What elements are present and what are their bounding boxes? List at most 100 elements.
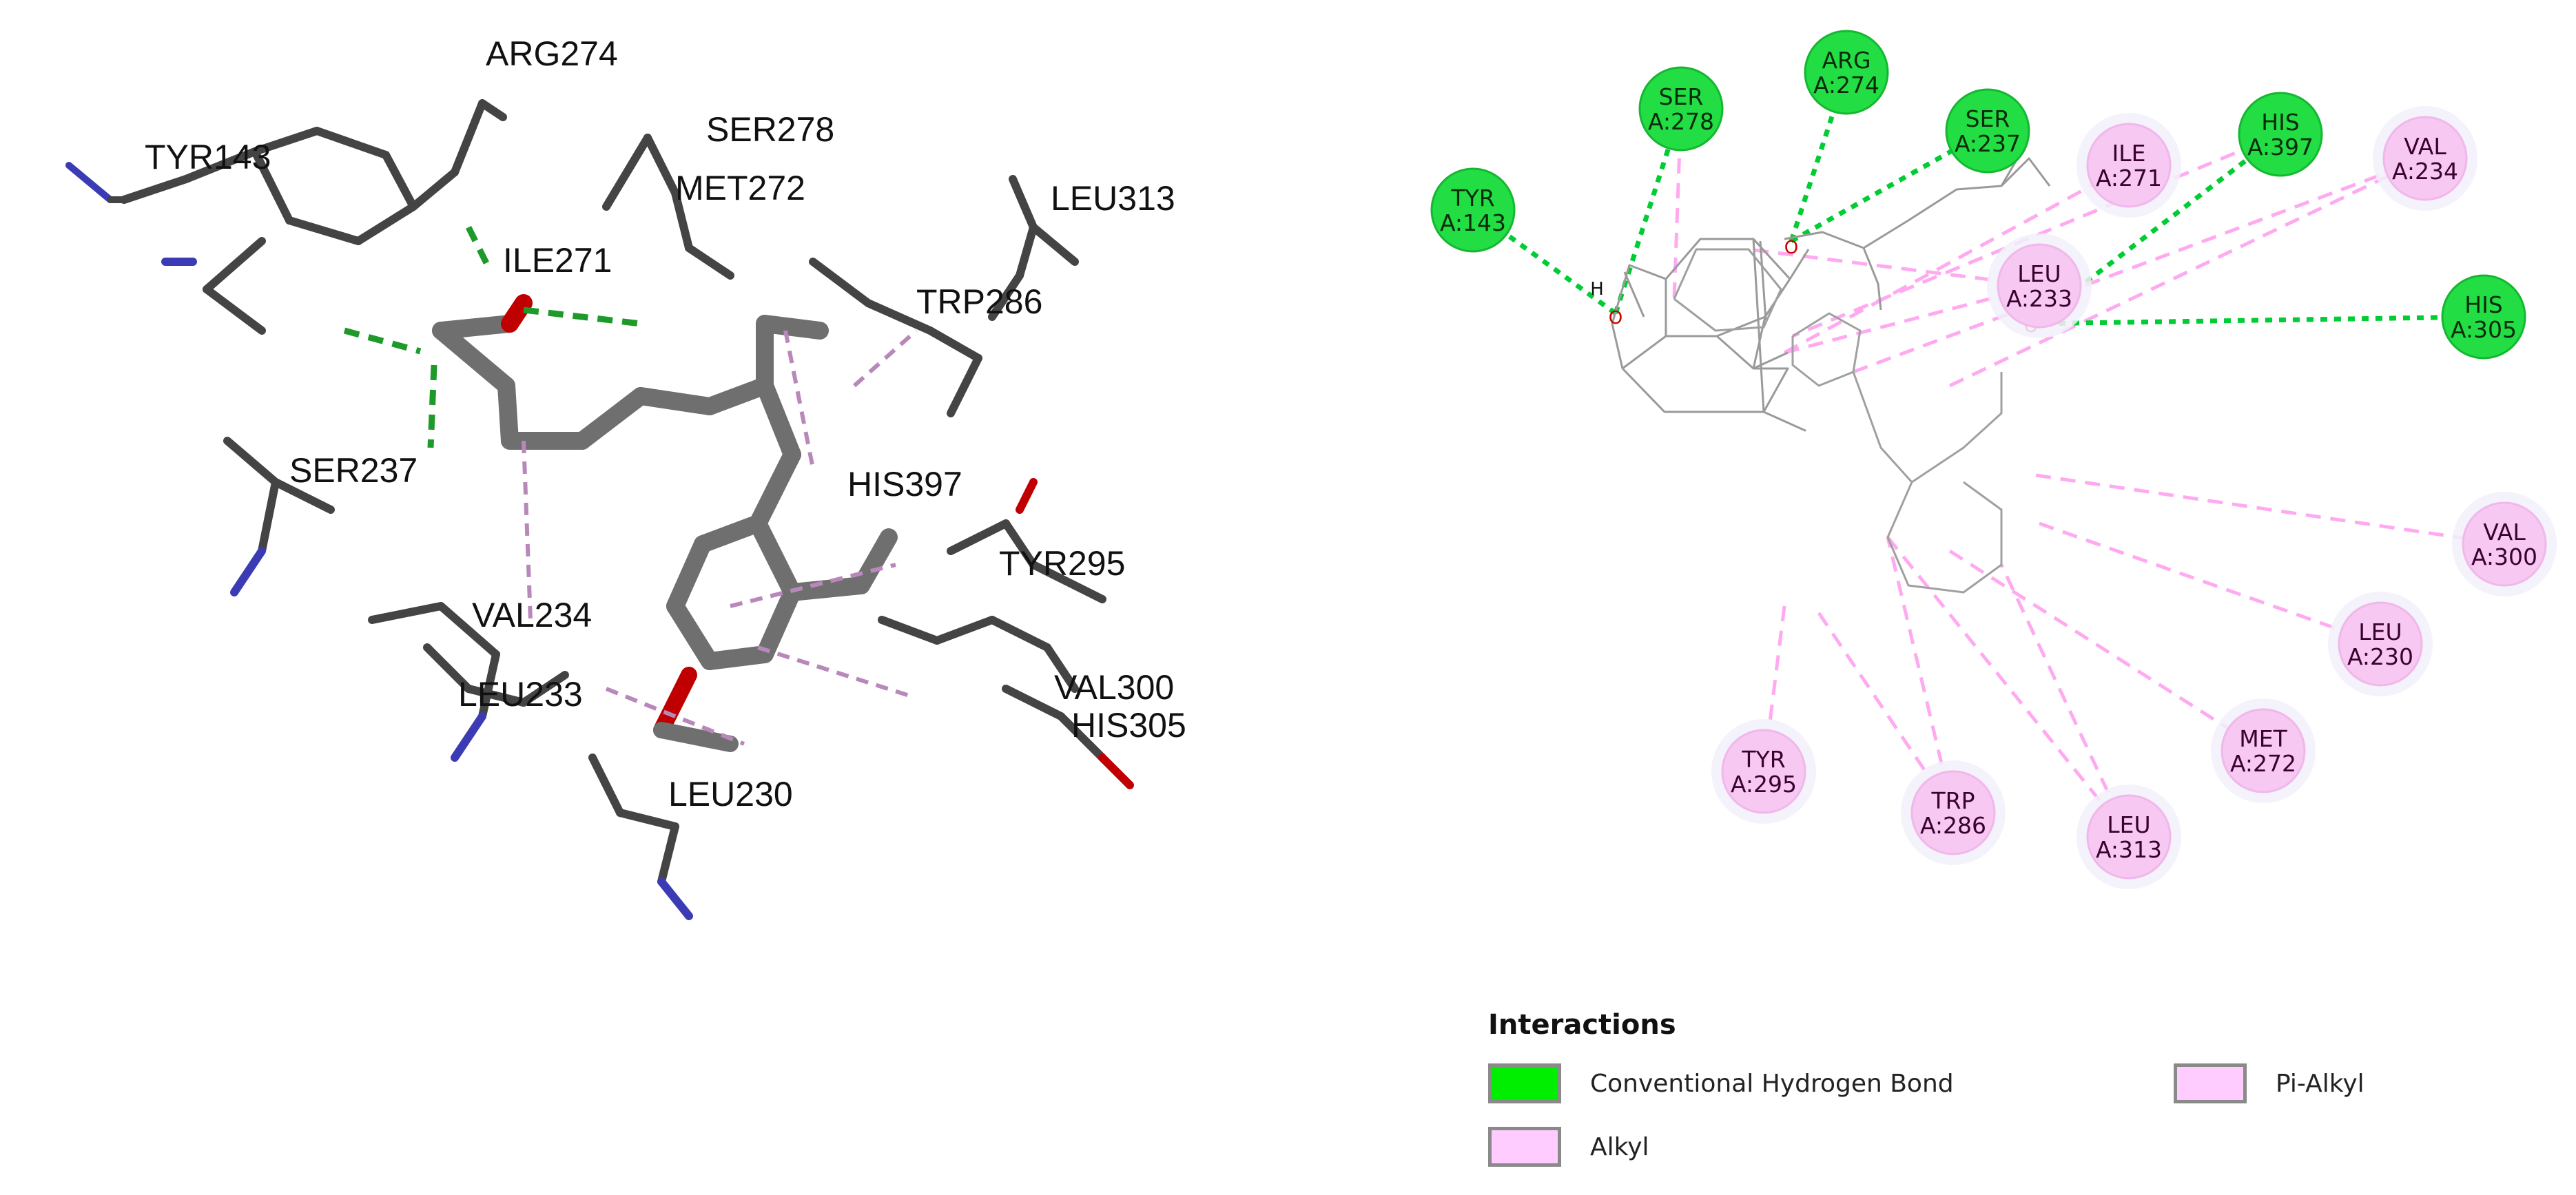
- residue-position: A:274: [1813, 72, 1879, 98]
- residue-circle: [2338, 601, 2423, 687]
- residue-name: ARG: [1822, 47, 1871, 74]
- residue-circle: [1997, 243, 2082, 329]
- alkyl-line: [1948, 549, 2265, 753]
- hbond-line: [1789, 71, 1849, 242]
- residue-label-3d: SER237: [289, 451, 418, 490]
- residue-circle: [1910, 770, 1996, 855]
- legend-label-alkyl: Alkyl: [1590, 1132, 1649, 1161]
- legend-title: Interactions: [1488, 1009, 1676, 1041]
- residue-name: LEU: [2107, 811, 2150, 838]
- pi-alkyl-line: [1853, 156, 2426, 374]
- legend-item-hydrogen-bond: Conventional Hydrogen Bond: [1488, 1061, 1954, 1106]
- residue-name: TYR: [1450, 185, 1494, 211]
- residue-name: TRP: [1931, 787, 1975, 814]
- residue-circle: [1945, 88, 2030, 174]
- alkyl-line: [1783, 163, 2130, 355]
- residue-circle: [2086, 794, 2172, 880]
- residue-position: A:313: [2096, 836, 2162, 863]
- 2d-interaction-diagram: OHOO TYRA:143SERA:278ARGA:274SERA:237ILE…: [1430, 30, 2557, 889]
- residue-position: A:286: [1920, 812, 1986, 839]
- residue-name: TYR: [1741, 746, 1785, 773]
- residue-label-3d: VAL234: [472, 596, 592, 634]
- alkyl-line: [2039, 521, 2381, 646]
- ligand-skeleton: [1611, 144, 2051, 594]
- residue-position: A:143: [1440, 209, 1506, 236]
- residue-name: LEU: [2358, 619, 2402, 645]
- alkyl-line: [2035, 473, 2505, 546]
- residue-label-3d: TYR295: [999, 544, 1125, 583]
- residue-label-3d: ARG274: [486, 34, 618, 73]
- residue-name: ILE: [2112, 140, 2146, 167]
- alkyl-line: [1784, 284, 2040, 355]
- hbond-line: [2029, 132, 2283, 326]
- legend-swatch-hydrogen-bond: [1488, 1063, 1561, 1103]
- residue-name: SER: [1966, 105, 2010, 132]
- residue-position: A:397: [2247, 134, 2314, 160]
- oxygen-atom-label: O: [1784, 238, 1798, 258]
- legend-swatch-alkyl: [1488, 1127, 1561, 1167]
- residue-circle: [1804, 30, 1889, 115]
- legend-label-hydrogen-bond: Conventional Hydrogen Bond: [1590, 1069, 1954, 1098]
- pi-alkyl-line: [1886, 537, 1955, 813]
- residue-label-3d: LEU230: [668, 775, 793, 813]
- residue-position: A:237: [1955, 130, 2021, 157]
- alkyl-line: [1948, 156, 2426, 388]
- residue-name: VAL: [2483, 519, 2526, 545]
- residue-circle: [1638, 66, 1724, 152]
- residue-label-3d: LEU313: [1051, 179, 1175, 218]
- residue-circle: [2462, 501, 2547, 587]
- residue-name: SER: [1659, 83, 1704, 110]
- residue-label-3d: TYR143: [145, 138, 271, 176]
- residue-circle: [2220, 708, 2306, 793]
- residue-circle: [2382, 116, 2468, 201]
- residue-position: A:230: [2347, 643, 2413, 670]
- legend-label-pi-alkyl: Pi-Alkyl: [2276, 1069, 2364, 1098]
- residue-label-3d: SER278: [706, 110, 834, 149]
- residue-circle: [1430, 167, 1516, 253]
- residue-name: HIS: [2261, 109, 2300, 136]
- residue-label-3d: LEU233: [458, 675, 583, 714]
- residue-position: A:278: [1648, 108, 1714, 135]
- residue-name: MET: [2239, 725, 2287, 752]
- hydrogen-atom-label: H: [1590, 279, 1604, 300]
- residue-position: A:271: [2096, 165, 2162, 191]
- residue-label-3d: HIS305: [1071, 706, 1186, 745]
- residue-position: A:233: [2006, 285, 2072, 312]
- legend-item-alkyl: Alkyl: [1488, 1124, 1649, 1170]
- residue-label-3d: VAL300: [1054, 668, 1174, 707]
- residue-label-3d: HIS397: [847, 465, 962, 503]
- residue-circle: [2441, 274, 2526, 360]
- residue-label-3d: MET272: [675, 169, 805, 207]
- residue-circle: [2086, 123, 2172, 208]
- residue-name: VAL: [2404, 133, 2446, 160]
- residue-position: A:295: [1731, 771, 1797, 798]
- residue-name: HIS: [2464, 291, 2503, 318]
- molecule-sticks: [65, 99, 1134, 920]
- pi-alkyl-line: [1792, 132, 2281, 338]
- hbond-line: [2030, 314, 2484, 326]
- residue-position: A:300: [2471, 543, 2537, 570]
- residue-circle: [2238, 92, 2323, 177]
- hbond-line: [1471, 208, 1618, 315]
- legend-item-pi-alkyl: Pi-Alkyl: [2174, 1061, 2364, 1106]
- legend-swatch-pi-alkyl: [2174, 1063, 2247, 1103]
- residue-label-3d: ILE271: [503, 241, 612, 280]
